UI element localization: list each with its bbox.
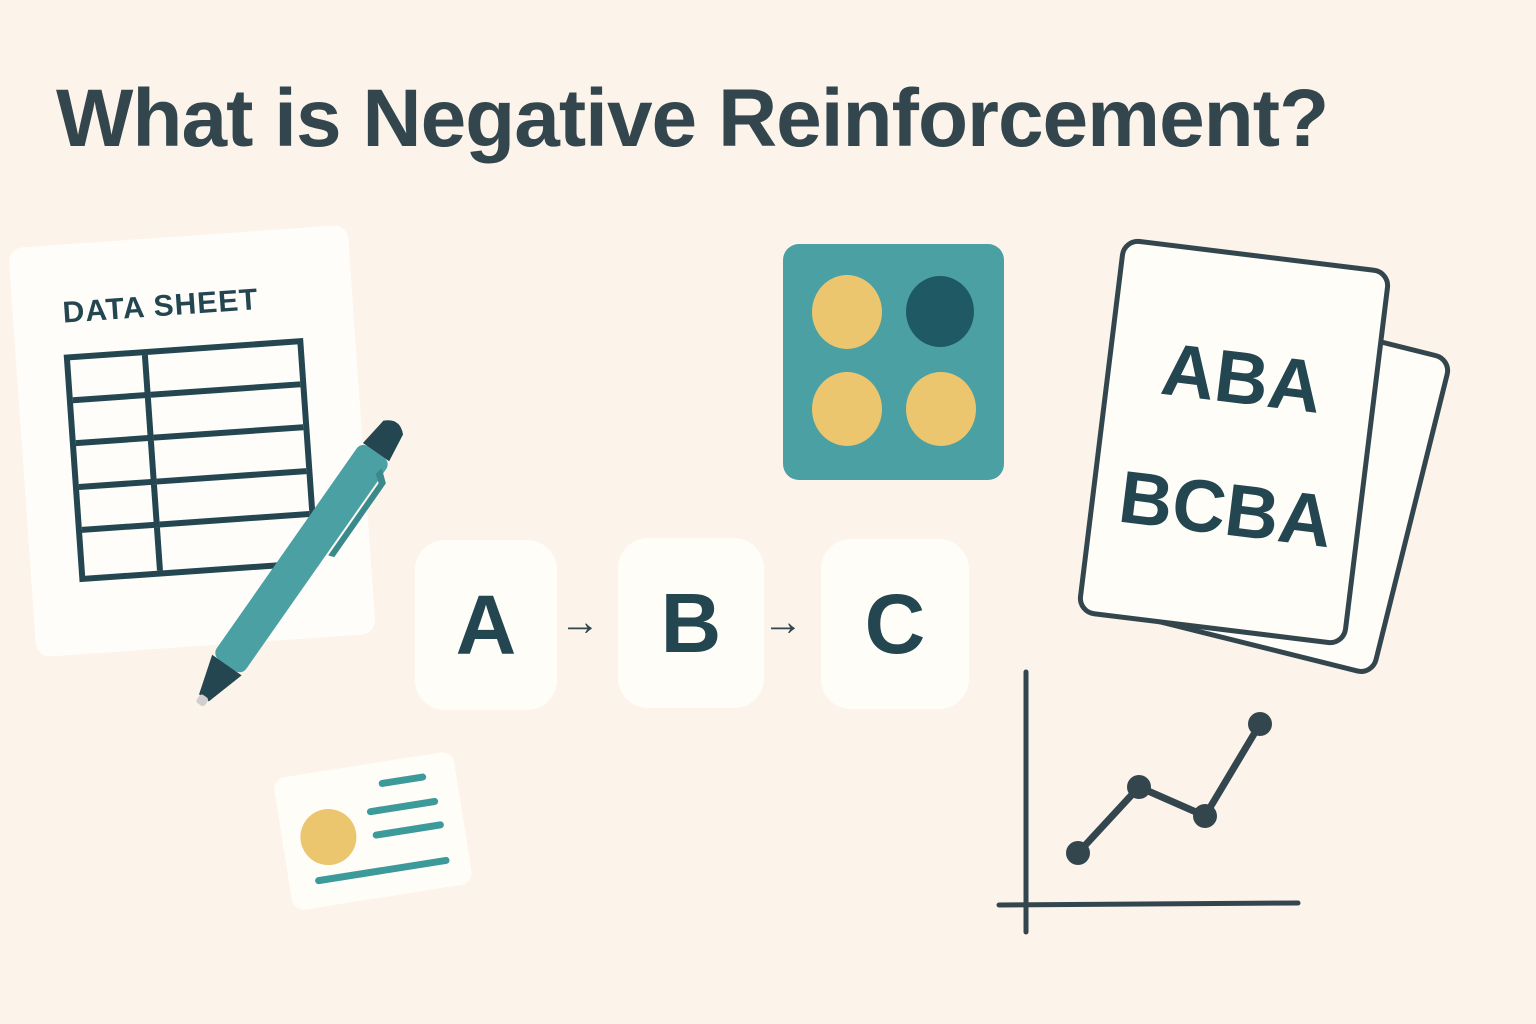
token-yellow-icon [812, 372, 882, 446]
consequence-card: C [821, 539, 969, 709]
page-title: What is Negative Reinforcement? [56, 73, 1329, 164]
token-board-icon [783, 244, 1004, 480]
behavior-card: B [618, 538, 764, 708]
token-yellow-icon [812, 275, 882, 349]
token-dark-icon [906, 276, 974, 347]
token-yellow-icon [906, 372, 976, 446]
arrow-icon: → [763, 600, 803, 644]
arrow-icon: → [560, 600, 600, 644]
antecedent-card: A [415, 540, 557, 710]
